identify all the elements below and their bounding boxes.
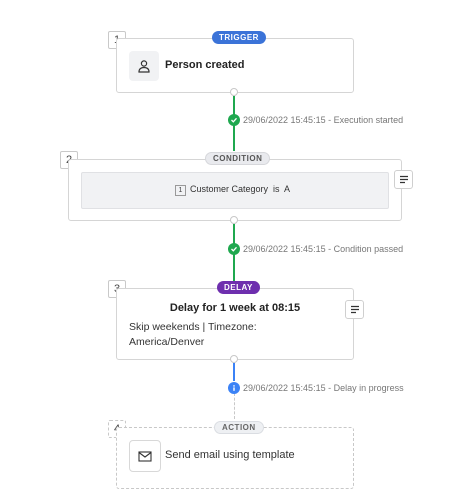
delay-detail: Skip weekends | Timezone: America/Denver [129, 321, 257, 348]
check-circle-icon [228, 114, 240, 126]
connector-line [233, 363, 235, 381]
condition-card[interactable]: 1 Customer Category is A [68, 159, 402, 221]
menu-lines-icon[interactable] [394, 170, 413, 189]
connector-dot [230, 355, 238, 363]
delay-card[interactable]: Delay for 1 week at 08:15 Skip weekends … [116, 288, 354, 360]
trigger-badge: TRIGGER [212, 31, 266, 44]
trigger-title: Person created [165, 59, 245, 71]
envelope-icon [129, 440, 161, 472]
delay-title: Delay for 1 week at 08:15 [169, 302, 301, 314]
condition-text: Customer Category is A [190, 184, 291, 194]
trigger-card[interactable]: Person created [116, 38, 354, 93]
check-circle-icon [228, 243, 240, 255]
person-icon [129, 51, 159, 81]
event-execution-started: 29/06/2022 15:45:15 - Execution started [243, 115, 404, 125]
event-condition-passed: 29/06/2022 15:45:15 - Condition passed [243, 244, 404, 254]
action-title: Send email using template [165, 449, 295, 461]
connector-line-dashed [234, 393, 235, 419]
connector-dot [230, 216, 238, 224]
event-delay-in-progress: 29/06/2022 15:45:15 - Delay in progress [243, 383, 404, 393]
condition-row[interactable]: 1 Customer Category is A [81, 172, 389, 209]
condition-index: 1 [175, 185, 186, 196]
action-badge: ACTION [214, 421, 264, 434]
menu-lines-icon[interactable] [345, 300, 364, 319]
delay-badge: DELAY [217, 281, 260, 294]
action-card[interactable]: Send email using template [116, 427, 354, 489]
connector-dot [230, 88, 238, 96]
condition-badge: CONDITION [205, 152, 271, 165]
info-circle-icon [228, 382, 240, 394]
